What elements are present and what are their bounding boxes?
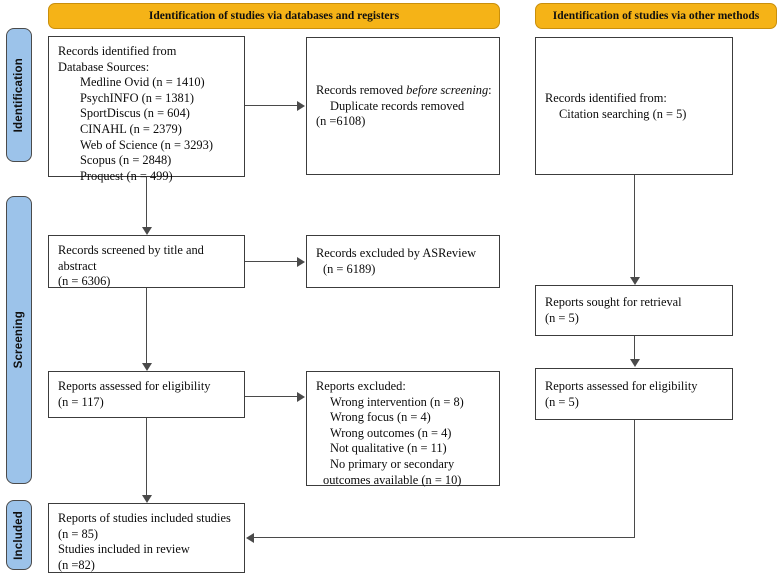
- box-records-identified: Records identified from Database Sources…: [48, 36, 245, 183]
- connector-other-identified-to-sought: [634, 175, 636, 277]
- records-screened-line-1: Records screened by title and: [58, 243, 204, 257]
- arrowhead-assessed-to-reports-excluded: [297, 392, 305, 402]
- arrowhead-screened-to-assessed: [142, 363, 152, 371]
- reports-assessed-other-line-2: (n = 5): [545, 394, 579, 409]
- records-excluded-line-1: Records excluded by ASReview: [316, 246, 477, 261]
- connector-screened-to-excluded: [245, 261, 298, 263]
- other-identified-line-2: Citation searching (n = 5): [559, 106, 687, 121]
- included-studies-line-1: Reports of studies included studies: [58, 511, 231, 525]
- box-reports-excluded: Reports excluded: Wrong intervention (n …: [306, 371, 500, 487]
- connector-identified-to-removed: [245, 105, 298, 107]
- reports-sought-line-1: Reports sought for retrieval: [545, 295, 682, 310]
- reports-excluded-reason-wrong-focus: Wrong focus (n = 4): [330, 410, 431, 425]
- records-removed-colon: :: [488, 83, 492, 98]
- box-other-identified: Records identified from: Citation search…: [535, 37, 733, 175]
- reports-assessed-other-line-1: Reports assessed for eligibility: [545, 378, 698, 393]
- connector-assessed-other-to-included-horizontal: [254, 537, 635, 539]
- other-identified-line-1: Records identified from:: [545, 90, 667, 105]
- connector-assessed-to-included: [146, 418, 148, 496]
- records-removed-prefix: Records removed: [316, 83, 407, 98]
- box-records-screened: Records screened by title and abstract (…: [48, 235, 245, 288]
- box-reports-assessed: Reports assessed for eligibility (n = 11…: [48, 371, 245, 418]
- box-reports-sought: Reports sought for retrieval (n = 5): [535, 285, 733, 336]
- records-removed-line-1: Records removed before screening:: [316, 83, 492, 99]
- reports-excluded-reason-not-qualitative: Not qualitative (n = 11): [330, 441, 447, 456]
- box-records-excluded: Records excluded by ASReview (n = 6189): [306, 235, 500, 288]
- connector-screened-to-assessed: [146, 288, 148, 364]
- connector-identified-to-screened: [146, 177, 148, 228]
- reports-excluded-reason-wrong-outcomes: Wrong outcomes (n = 4): [330, 425, 452, 440]
- records-identified-line-2: Database Sources:: [58, 59, 150, 74]
- reports-excluded-reason-no-outcomes-line-1: No primary or secondary: [330, 456, 455, 471]
- records-identified-source-scopus: Scopus (n = 2848): [80, 153, 172, 168]
- records-excluded-line-2: (n = 6189): [323, 262, 376, 276]
- stage-label-identification: Identification: [13, 57, 25, 133]
- arrowhead-sought-to-assessed-other: [630, 359, 640, 367]
- banner-other-methods: Identification of studies via other meth…: [535, 3, 777, 29]
- stage-label-screening: Screening: [13, 311, 25, 369]
- box-included-studies: Reports of studies included studies (n =…: [48, 503, 245, 573]
- connector-assessed-to-reports-excluded: [245, 396, 298, 398]
- stage-label-included: Included: [13, 510, 25, 560]
- reports-sought-line-2: (n = 5): [545, 311, 579, 325]
- arrowhead-identified-to-screened: [142, 227, 152, 235]
- box-records-removed: Records removed before screening: Duplic…: [306, 37, 500, 175]
- records-screened-line-2: abstract: [58, 258, 97, 273]
- reports-excluded-reason-no-outcomes-line-2: outcomes available (n = 10): [323, 472, 462, 487]
- included-studies-line-2: (n = 85): [58, 526, 99, 541]
- records-identified-source-web-of-science: Web of Science (n = 3293): [80, 137, 213, 152]
- arrowhead-screened-to-excluded: [297, 257, 305, 267]
- stage-pill-screening: Screening: [6, 196, 32, 484]
- banner-databases-registers: Identification of studies via databases …: [48, 3, 500, 29]
- reports-assessed-line-1: Reports assessed for eligibility: [58, 379, 211, 393]
- box-reports-assessed-other: Reports assessed for eligibility (n = 5): [535, 368, 733, 420]
- stage-pill-identification: Identification: [6, 28, 32, 162]
- records-identified-source-sportdiscus: SportDiscus (n = 604): [80, 106, 190, 121]
- arrowhead-assessed-other-to-included: [246, 533, 254, 543]
- reports-excluded-line-1: Reports excluded:: [316, 379, 406, 393]
- reports-assessed-line-2: (n = 117): [58, 394, 104, 409]
- records-removed-line-2: Duplicate records removed: [330, 98, 465, 113]
- included-studies-line-4: (n =82): [58, 557, 95, 572]
- connector-sought-to-assessed-other: [634, 336, 636, 360]
- banner-databases-registers-label: Identification of studies via databases …: [148, 10, 400, 22]
- records-identified-line-1: Records identified from: [58, 44, 177, 58]
- stage-pill-included: Included: [6, 500, 32, 570]
- arrowhead-other-identified-to-sought: [630, 277, 640, 285]
- records-screened-line-3: (n = 6306): [58, 274, 111, 289]
- records-removed-line-3: (n =6108): [316, 114, 366, 129]
- records-identified-source-medline: Medline Ovid (n = 1410): [80, 75, 205, 90]
- reports-excluded-reason-wrong-intervention: Wrong intervention (n = 8): [330, 394, 464, 409]
- connector-assessed-other-to-included-vertical: [634, 420, 636, 538]
- arrowhead-assessed-to-included: [142, 495, 152, 503]
- records-identified-source-proquest: Proquest (n = 499): [80, 168, 173, 183]
- banner-other-methods-label: Identification of studies via other meth…: [552, 10, 760, 22]
- records-removed-emphasis: before screening: [406, 83, 489, 98]
- records-identified-source-psychinfo: PsychINFO (n = 1381): [80, 90, 195, 105]
- arrowhead-identified-to-removed: [297, 101, 305, 111]
- records-identified-source-cinahl: CINAHL (n = 2379): [80, 121, 182, 136]
- included-studies-line-3: Studies included in review: [58, 542, 190, 557]
